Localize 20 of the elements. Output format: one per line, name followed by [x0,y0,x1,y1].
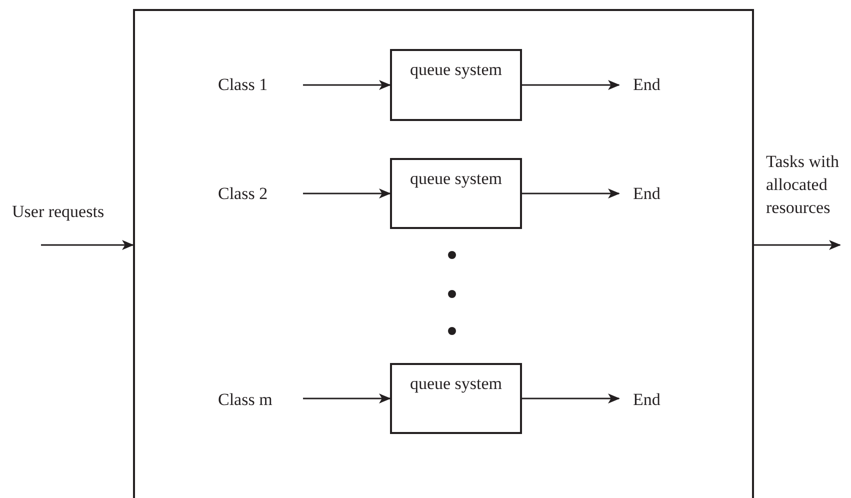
arrow [41,240,134,250]
edge-label: User requests [12,201,106,223]
arrow [303,394,391,404]
arrow [522,80,620,90]
arrow [754,240,841,250]
process-box: queue system [390,363,522,434]
node-label: Class 1 [218,74,303,96]
node-label: Class 2 [218,183,303,205]
node-label: End [619,389,671,411]
node-label: Class m [218,389,303,411]
node-label: End [619,74,671,96]
process-box: queue system [390,158,522,229]
container-box [133,9,754,498]
arrow [303,188,391,198]
edge-label: Tasks with allocated resources [766,151,840,219]
arrow [522,394,620,404]
arrow [522,188,620,198]
process-box: queue system [390,49,522,121]
arrow [303,80,391,90]
node-label: End [619,183,671,205]
